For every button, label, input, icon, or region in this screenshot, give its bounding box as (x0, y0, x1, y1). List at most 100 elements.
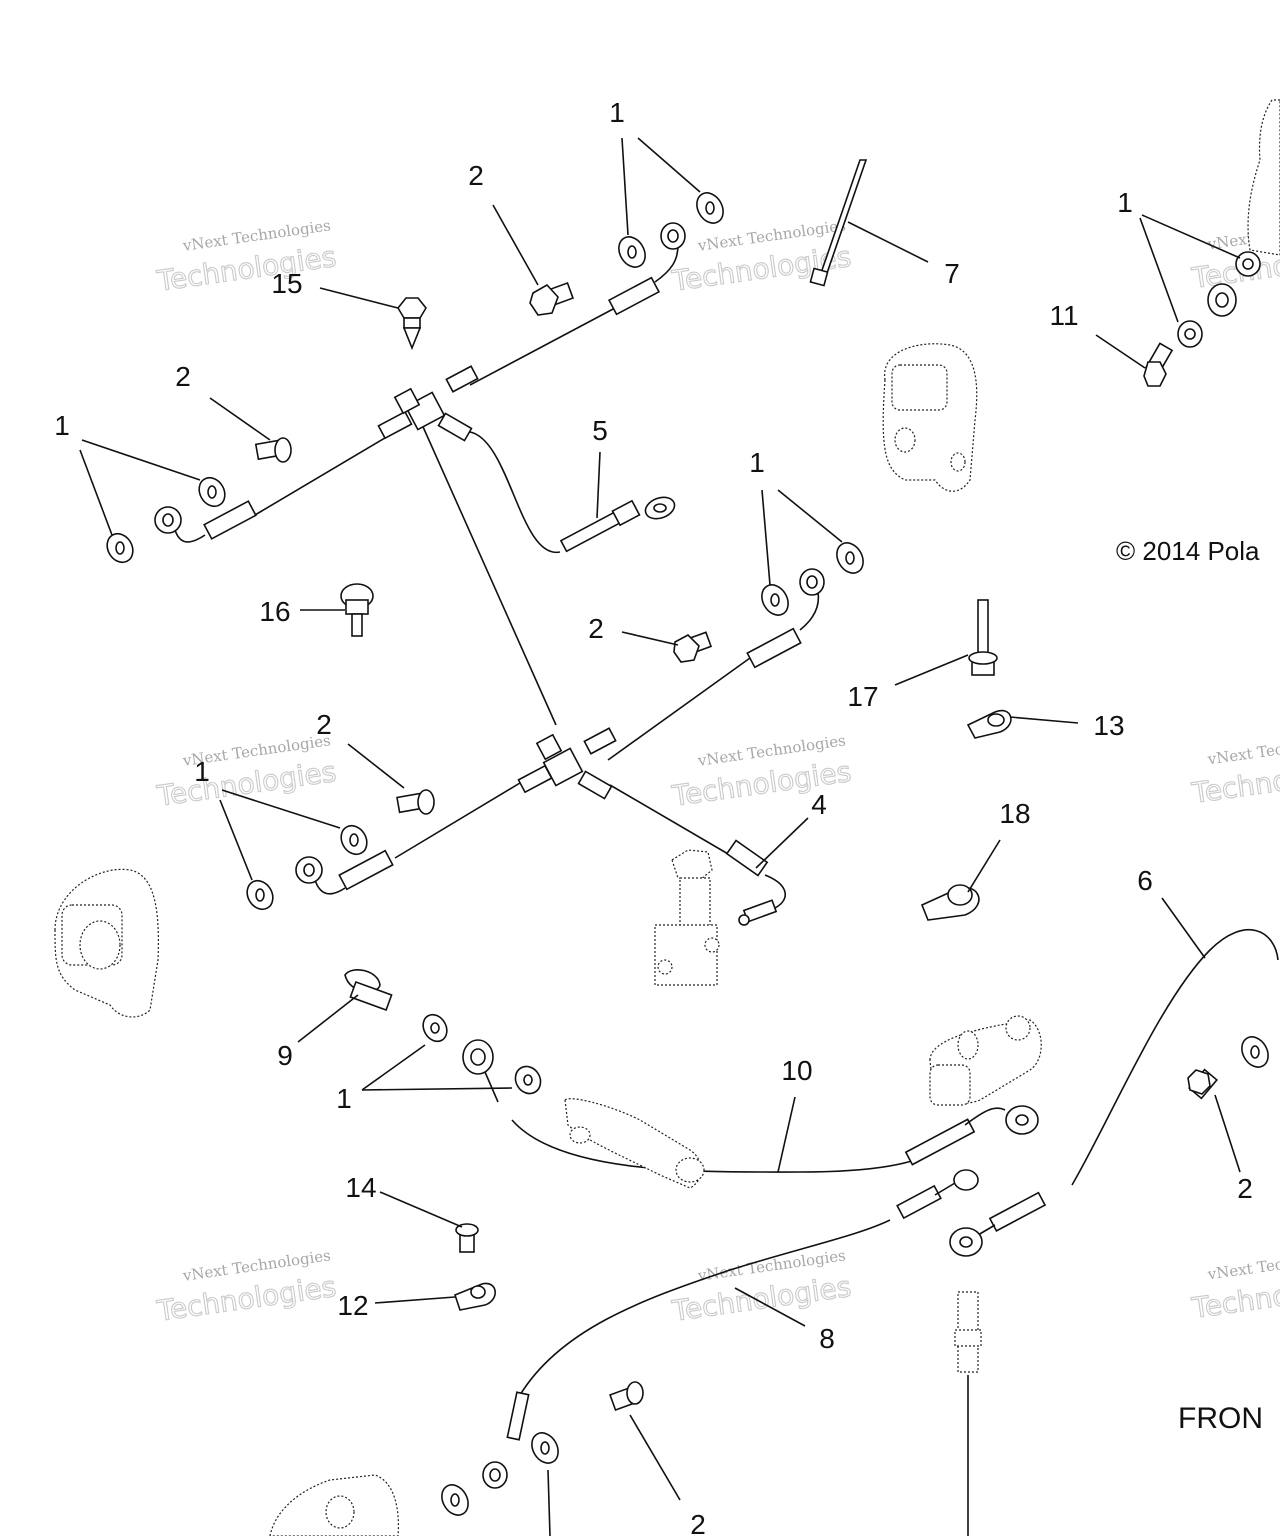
master-cylinder-top-right (1247, 99, 1280, 256)
master-cylinder (564, 1098, 705, 1189)
watermark: vNext Technologies Technologies (1189, 730, 1280, 811)
washer (1207, 283, 1237, 317)
tee-fitting-lower (517, 727, 617, 800)
brake-line (1071, 929, 1279, 1186)
watermark-text: Technologies (154, 1270, 338, 1328)
callout-1: 1 (1117, 187, 1133, 218)
callout-1: 1 (54, 410, 70, 441)
watermark: vNext Technologies Technologies (154, 731, 339, 813)
banjo-bolt (529, 282, 574, 316)
watermarks: vNext Technologies Technologies vNext Te… (154, 215, 1280, 1328)
watermark-text: Technologies (669, 1270, 853, 1328)
watermark-text: Technologies (154, 240, 338, 298)
cable-tie (809, 159, 868, 287)
callout-1: 1 (749, 447, 765, 478)
callout-14: 14 (345, 1172, 376, 1203)
front-label: FRON (1178, 1402, 1263, 1435)
clamp-18 (920, 884, 980, 921)
washer (514, 1065, 542, 1095)
watermark-text: vNext Technologies (1206, 1245, 1280, 1284)
callout-1: 1 (194, 756, 210, 787)
washer (198, 476, 226, 508)
watermark-text: vNext Technologies (1206, 730, 1280, 769)
watermark: vNext Technologies Technologies (1189, 1245, 1280, 1326)
washers (106, 192, 1269, 1516)
washer (441, 1484, 469, 1516)
watermark: vNext Technologies Technologies (154, 1246, 339, 1328)
callout-15: 15 (271, 268, 302, 299)
washer (531, 1432, 559, 1464)
brake-line (511, 1119, 916, 1173)
hose-ends (154, 222, 1047, 1489)
washer (836, 542, 864, 574)
banjo-bolt (609, 1381, 644, 1411)
washer (340, 824, 368, 856)
callout-1: 1 (336, 1083, 352, 1114)
washer (246, 879, 274, 911)
banjo-end (607, 222, 686, 316)
watermark-text: Technologies (154, 755, 338, 813)
banjo-end (559, 496, 676, 553)
leader-lines (79, 137, 1241, 1536)
brake-line (469, 431, 561, 553)
callout-8: 8 (819, 1323, 835, 1354)
callout-12: 12 (337, 1290, 368, 1321)
banjo-bolt (254, 437, 292, 463)
banjo-end (482, 1391, 530, 1489)
callout-2: 2 (468, 160, 484, 191)
banjo-bolt (1187, 1068, 1218, 1100)
washer (106, 532, 134, 564)
brake-line (254, 431, 396, 516)
callout-17: 17 (847, 681, 878, 712)
washer (422, 1013, 448, 1043)
callout-13: 13 (1093, 710, 1124, 741)
brake-line (394, 779, 526, 859)
banjo-end (154, 500, 257, 543)
banjo-end (904, 1105, 1039, 1166)
callout-9: 9 (277, 1040, 293, 1071)
push-pin (397, 297, 427, 351)
copyright-text: © 2014 Pola (1116, 536, 1260, 566)
watermark: vNext Technologies Technologies (669, 1246, 854, 1328)
washer (1241, 1036, 1269, 1068)
rivet (455, 1223, 479, 1253)
washer (1177, 320, 1203, 348)
tee-fitting-upper (377, 365, 479, 442)
misc-parts (340, 159, 1012, 1311)
tee-fittings (377, 365, 617, 800)
callout-2: 2 (316, 709, 332, 740)
caliper-upper-right (882, 343, 978, 492)
banjo-end (954, 1291, 982, 1373)
washer (618, 236, 646, 268)
watermark: vNext Technologies Technologies (669, 216, 854, 298)
banjo-end (462, 1039, 499, 1103)
callout-4: 4 (811, 789, 827, 820)
brake-line (519, 1219, 891, 1396)
callout-10: 10 (781, 1055, 812, 1086)
clamp-13 (966, 709, 1012, 739)
callout-2: 2 (690, 1509, 706, 1536)
rivet-17 (968, 599, 998, 676)
brake-lines (254, 307, 1279, 1536)
proportioning-valve (654, 849, 720, 986)
caliper-left (54, 868, 159, 1018)
brake-line (419, 419, 557, 726)
caliper-bottom (269, 1474, 399, 1536)
banjo-bolt (673, 631, 713, 663)
callout-18: 18 (999, 798, 1030, 829)
callout-1: 1 (609, 97, 625, 128)
push-clip (340, 583, 374, 637)
washer (761, 584, 789, 616)
callout-2: 2 (588, 613, 604, 644)
splitter-block (929, 1015, 1042, 1106)
banjo-bolt (1143, 342, 1174, 387)
banjo-end (295, 849, 394, 895)
washer (696, 192, 724, 224)
callout-11: 11 (1049, 300, 1078, 331)
callout-16: 16 (259, 596, 290, 627)
brake-line (609, 784, 736, 859)
washer (1235, 251, 1261, 277)
brake-line (607, 657, 751, 761)
callout-2: 2 (1237, 1173, 1253, 1204)
